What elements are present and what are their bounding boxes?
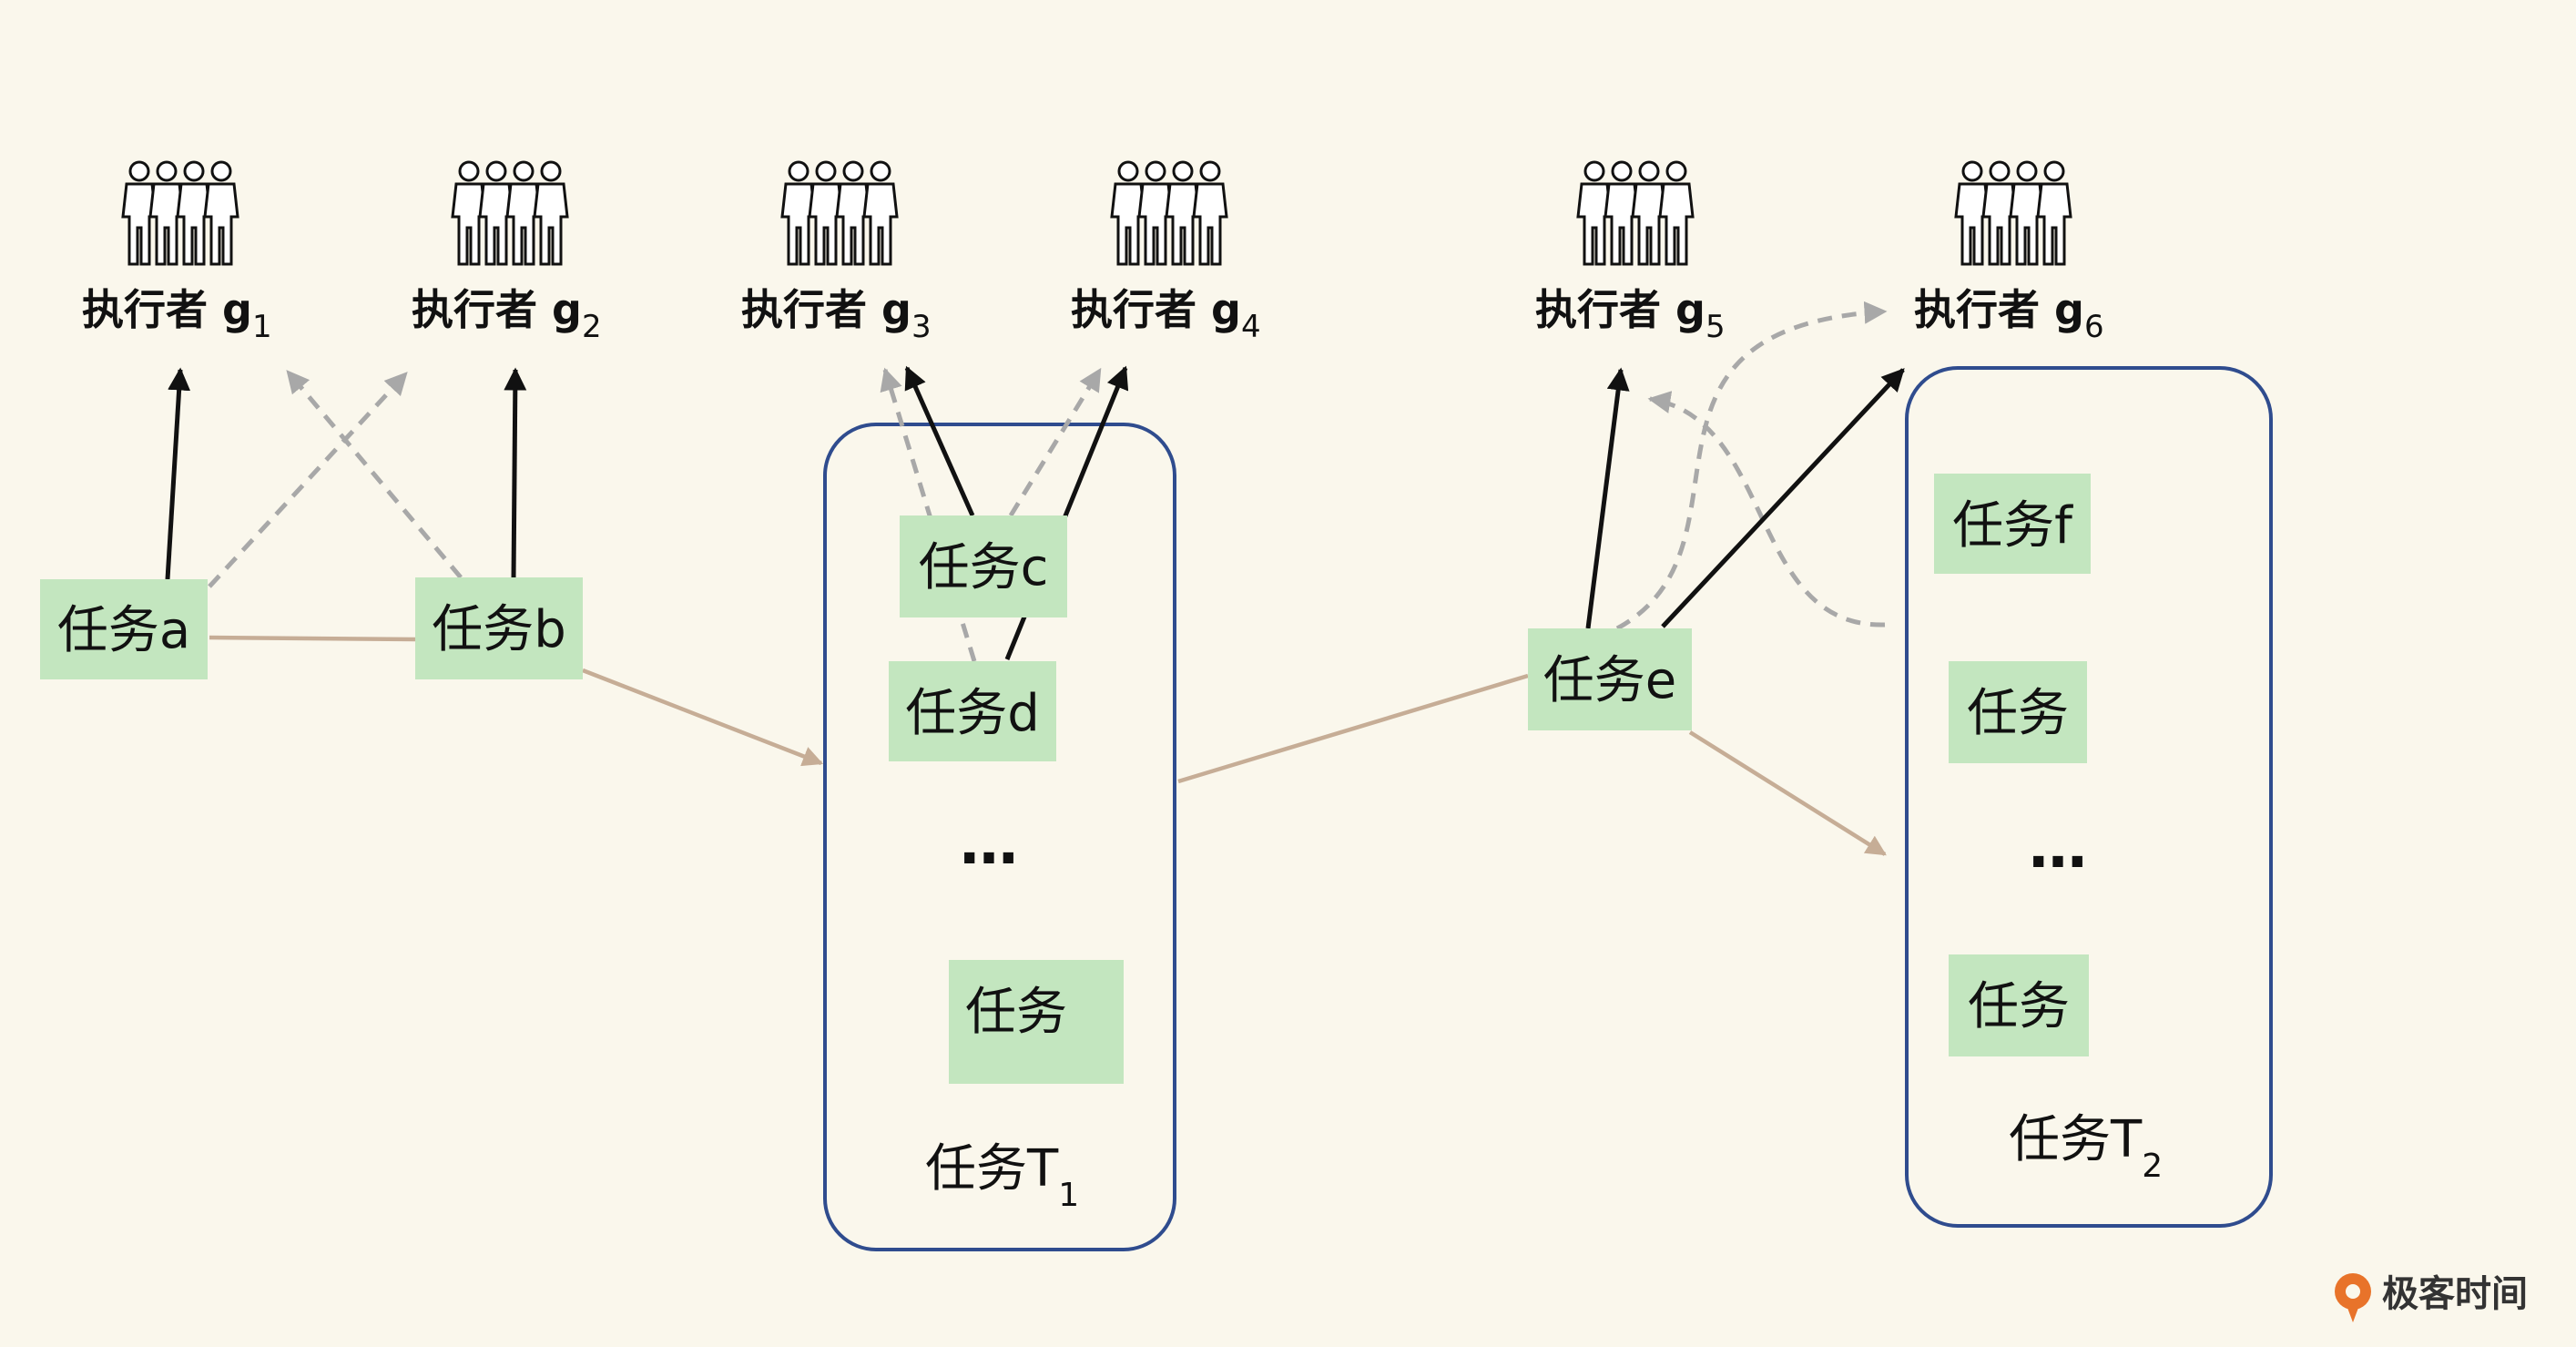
- task-t1-last-box: [949, 960, 1124, 1084]
- dashed-arrow-e-g6: [1615, 301, 1888, 631]
- t1-ellipsis: …: [960, 811, 1018, 878]
- task-t2-mid-label: 任务: [1967, 684, 2069, 743]
- task-b-box: [415, 577, 583, 679]
- connector-t1-e: [1177, 673, 1529, 784]
- executor-6-label: 执行者 g6: [1914, 285, 2104, 345]
- executor-2-people-icon: [453, 162, 567, 264]
- group-t2-label: 任务T2: [2009, 1110, 2163, 1185]
- task-group-t2: [1905, 366, 2273, 1228]
- arrow-b-g2: [504, 367, 527, 580]
- task-e-label: 任务e: [1543, 651, 1676, 710]
- executor-5-people-icon: [1578, 162, 1693, 264]
- task-f-label: 任务f: [1952, 496, 2073, 556]
- task-c-label: 任务c: [919, 538, 1049, 597]
- task-b-label: 任务b: [432, 600, 566, 659]
- executor-1-label: 执行者 g1: [82, 285, 272, 345]
- task-t2-last-box: [1949, 954, 2089, 1056]
- dashed-arrow-b-g1: [286, 370, 463, 579]
- group-t1-label: 任务T1: [925, 1139, 1079, 1214]
- executor-4-people-icon: [1112, 162, 1227, 264]
- arrow-c-g3: [904, 365, 975, 517]
- arrow-b-to-t1: [582, 668, 824, 767]
- task-d-label: 任务d: [905, 684, 1040, 743]
- dashed-arrow-f-g5: [1647, 391, 1886, 628]
- executor-1-people-icon: [123, 162, 238, 264]
- task-a-label: 任务a: [57, 601, 190, 660]
- task-t1-last-label: 任务: [965, 983, 1067, 1042]
- executor-3-label: 执行者 g3: [741, 285, 932, 345]
- connector-a-b: [209, 635, 416, 642]
- executor-4-label: 执行者 g4: [1071, 285, 1261, 345]
- executor-5-label: 执行者 g5: [1535, 285, 1726, 345]
- executor-3-people-icon: [782, 162, 897, 264]
- task-c-box: [900, 515, 1067, 617]
- arrow-e-g6: [1661, 368, 1905, 628]
- executor-2-label: 执行者 g2: [412, 285, 602, 345]
- brand-logo-icon: [2335, 1273, 2371, 1322]
- arrow-a-g1: [165, 367, 191, 580]
- brand-name: 极客时间: [2382, 1273, 2528, 1315]
- arrow-e-to-t2: [1688, 730, 1887, 856]
- task-t2-mid-box: [1949, 661, 2087, 763]
- dashed-arrow-c-g4: [1008, 367, 1103, 517]
- task-e-box: [1528, 628, 1692, 730]
- arrow-e-g5: [1585, 367, 1630, 629]
- t2-ellipsis: …: [2029, 814, 2087, 882]
- task-t2-last-label: 任务: [1968, 977, 2070, 1036]
- task-a-box: [40, 579, 208, 679]
- executor-6-people-icon: [1956, 162, 2071, 264]
- task-d-box: [889, 661, 1056, 761]
- task-group-t1: [823, 423, 1176, 1251]
- task-f-box: [1934, 474, 2091, 574]
